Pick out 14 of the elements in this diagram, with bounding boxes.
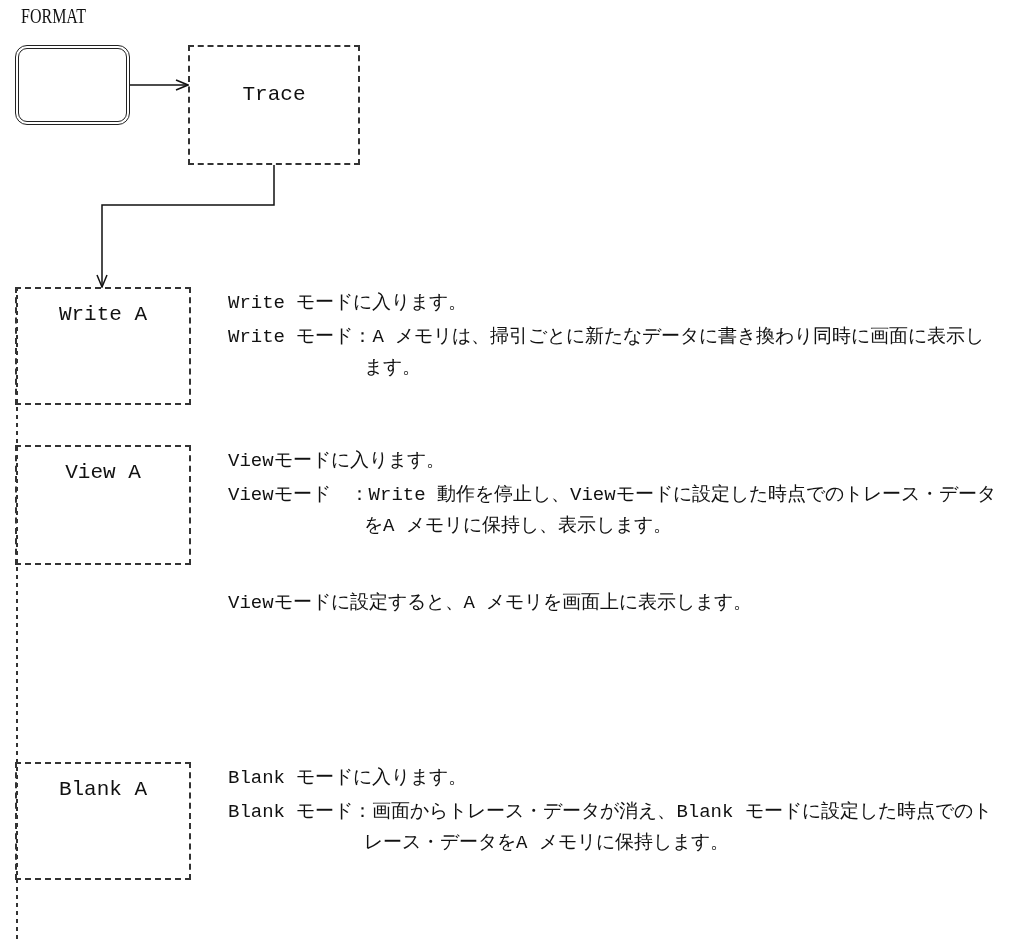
note-text: Viewモードに設定すると、A メモリを画面上に表示します。: [228, 591, 754, 616]
key-label: FORMAT: [21, 5, 86, 28]
arrow: [129, 79, 189, 91]
description-text: Blank モードに入ります。: [228, 766, 469, 791]
description-text: Blank モード：画面からトレース・データが消え、Blank モードに設定した時点でのトレース・データをA メモリに保持します。: [228, 800, 993, 856]
softkey-box: View A: [15, 445, 191, 565]
description-text: Write モードに入ります。: [228, 291, 469, 316]
description-text: Viewモード ：Write 動作を停止し、Viewモードに設定した時点でのトレース・データをA メモリに保持し、表示します。: [228, 483, 997, 539]
description-text: Write モード：A メモリは、掃引ごとに新たなデータに書き換わり同時に画面に表示します。: [228, 325, 986, 381]
softkey-box: Write A: [15, 287, 191, 405]
softkey-box: Blank A: [15, 762, 191, 880]
arrow: [96, 164, 275, 288]
description-text: Viewモードに入ります。: [228, 449, 446, 474]
softkey-box: Trace: [188, 45, 360, 165]
